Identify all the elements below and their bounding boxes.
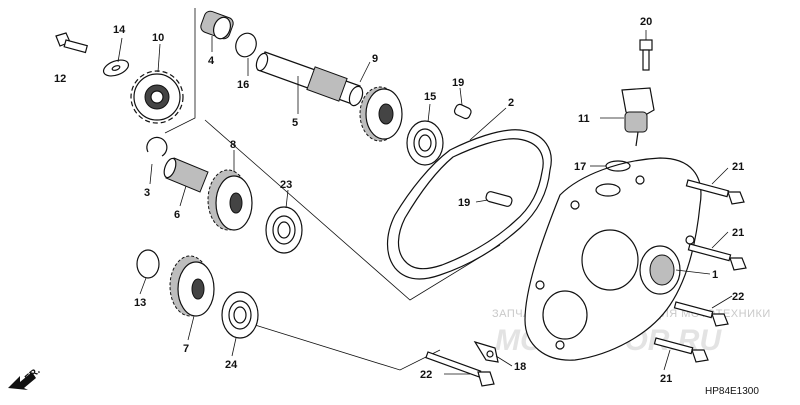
label-24: 24 bbox=[225, 359, 238, 371]
circlip-3 bbox=[146, 136, 168, 157]
clamp-18 bbox=[473, 340, 499, 363]
label-18: 18 bbox=[514, 361, 526, 373]
label-22-left: 22 bbox=[420, 369, 432, 381]
gasket-inner-edge bbox=[397, 138, 544, 270]
washer-14 bbox=[102, 59, 130, 77]
label-8: 8 bbox=[230, 139, 236, 151]
bolt-22-left bbox=[425, 351, 495, 387]
label-16: 16 bbox=[237, 79, 249, 91]
label-4: 4 bbox=[208, 55, 215, 67]
label-19-top: 19 bbox=[452, 77, 464, 89]
gear-8 bbox=[207, 169, 253, 231]
label-3: 3 bbox=[144, 187, 150, 199]
label-12: 12 bbox=[54, 73, 66, 85]
label-6: 6 bbox=[174, 209, 180, 221]
dowel-19-top bbox=[453, 103, 472, 120]
bolt-22-right bbox=[673, 301, 729, 327]
frame-line-mid bbox=[204, 119, 501, 301]
collar-6 bbox=[163, 157, 209, 193]
bearing-23 bbox=[265, 206, 303, 254]
sprocket-10 bbox=[130, 70, 184, 124]
ring-16 bbox=[235, 32, 257, 58]
ring-13 bbox=[136, 249, 160, 279]
diagram-code: HP84E1300 bbox=[705, 386, 759, 397]
bolt-20 bbox=[639, 39, 653, 71]
cover-1 bbox=[524, 157, 702, 361]
label-21-mid: 21 bbox=[732, 227, 744, 239]
bolt-21-bottom bbox=[653, 337, 709, 363]
sensor-11 bbox=[621, 87, 655, 147]
front-direction-arrow: FR. bbox=[8, 365, 43, 390]
bushing-4 bbox=[200, 10, 234, 40]
label-9: 9 bbox=[372, 53, 378, 65]
label-20: 20 bbox=[640, 16, 652, 28]
dowel-19-lower bbox=[485, 191, 513, 207]
bolt-21-mid bbox=[687, 243, 747, 271]
leader-lines bbox=[117, 30, 733, 375]
gear-7 bbox=[169, 255, 215, 317]
label-22-right: 22 bbox=[732, 291, 744, 303]
label-5: 5 bbox=[292, 117, 298, 129]
gasket-2 bbox=[386, 129, 552, 280]
shaft-5 bbox=[255, 51, 364, 107]
label-17: 17 bbox=[574, 161, 586, 173]
label-21-bottom: 21 bbox=[660, 373, 672, 385]
gear-9 bbox=[359, 86, 403, 142]
bolt-12 bbox=[55, 32, 88, 54]
label-7: 7 bbox=[183, 343, 189, 355]
label-11: 11 bbox=[578, 113, 590, 125]
label-19-lower: 19 bbox=[458, 197, 470, 209]
frame-line-bottom bbox=[254, 324, 441, 371]
bolt-21-top bbox=[685, 179, 745, 205]
bearing-15 bbox=[406, 120, 444, 166]
label-21-top: 21 bbox=[732, 161, 744, 173]
frame-line-top bbox=[164, 8, 196, 134]
label-14: 14 bbox=[113, 24, 126, 36]
bearing-24 bbox=[221, 291, 259, 339]
label-10: 10 bbox=[152, 32, 164, 44]
label-1: 1 bbox=[712, 269, 718, 281]
label-15: 15 bbox=[424, 91, 436, 103]
label-23: 23 bbox=[280, 179, 292, 191]
label-13: 13 bbox=[134, 297, 146, 309]
label-2: 2 bbox=[508, 97, 514, 109]
